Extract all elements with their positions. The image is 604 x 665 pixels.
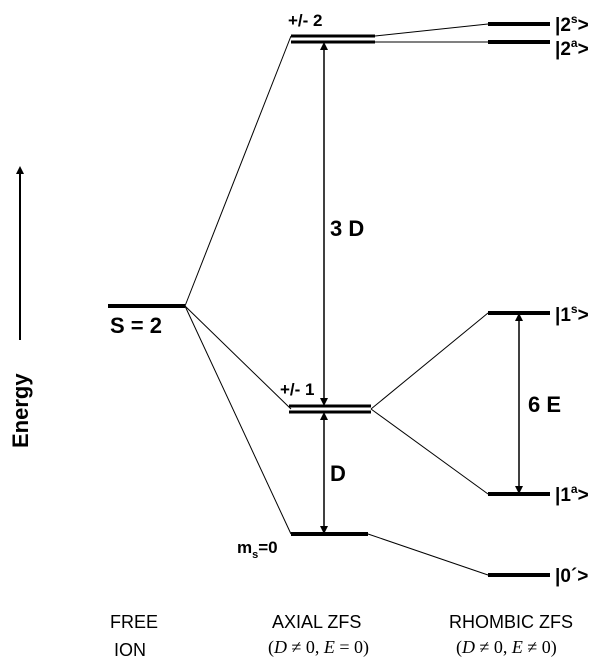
free-ion-level-label: S = 2: [110, 313, 162, 338]
energy-axis-label: Energy: [8, 373, 33, 448]
gap-3d-label: 3 D: [330, 216, 364, 241]
rhombic-caption-line1: RHOMBIC ZFS: [449, 612, 573, 632]
axial-level-pm1-label: +/- 1: [280, 380, 315, 399]
axial-level-0-label: ms=0: [237, 538, 278, 561]
axial-level-pm2: [291, 34, 375, 44]
rhombic-level-0-label: |0´>: [555, 566, 588, 587]
rhombic-level-1a-label: |1a>: [555, 482, 589, 506]
rhombic-level-1s-label: |1s>: [555, 302, 589, 326]
axial-level-pm1: [289, 404, 371, 414]
rhombic-caption-line2: (D ≠ 0, E ≠ 0): [456, 637, 557, 658]
free-ion-caption-line2: ION: [114, 640, 146, 660]
free-to-axial-connectors: [184, 35, 292, 535]
axial-level-pm2-label: +/- 2: [288, 11, 323, 30]
rhombic-level-2a-label: |2a>: [555, 36, 589, 60]
rhombic-level-2s-label: |2s>: [555, 12, 589, 36]
axial-to-rhombic-connectors: [367, 23, 489, 576]
free-ion-caption-line1: FREE: [110, 612, 158, 632]
gap-d-label: D: [330, 461, 346, 486]
gap-6e-label: 6 E: [528, 392, 561, 417]
axial-caption-line2: (D ≠ 0, E = 0): [268, 637, 369, 658]
axial-caption-line1: AXIAL ZFS: [272, 612, 361, 632]
